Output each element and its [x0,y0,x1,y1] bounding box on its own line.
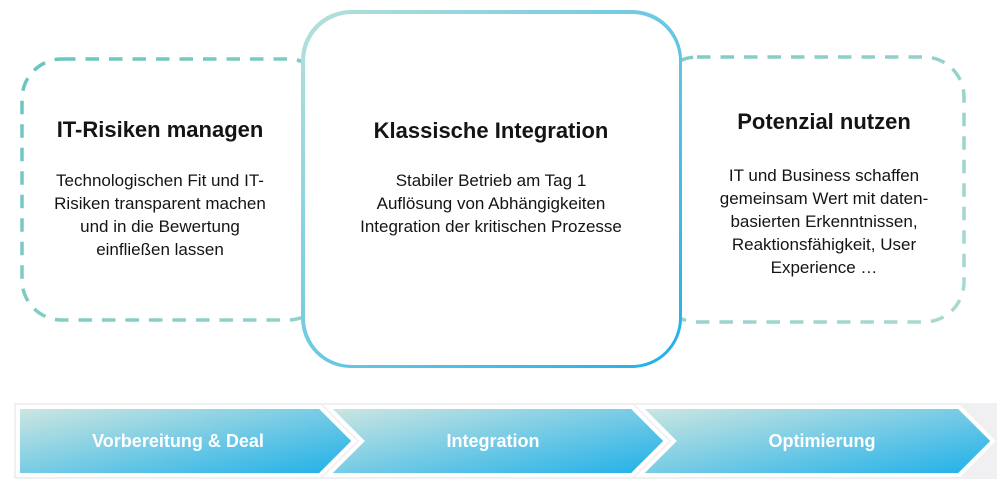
card-klassische-integration [301,10,682,368]
card-title: IT-Risiken managen [56,117,264,142]
phase-label-vorbereitung-deal: Vorbereitung & Deal [92,430,264,451]
phase-arrow-2 [323,405,669,477]
card-title: Klassische Integration [373,118,609,143]
phase-arrow-1 [16,405,357,477]
card-body: IT und Business schaffen gemeinsam Wert … [719,166,929,277]
phase-label-integration: Integration [446,430,540,451]
card-inner-surface [304,13,679,365]
card-body: Technologischen Fit und IT- Risiken tran… [54,171,266,259]
phase-arrow-3 [635,405,996,477]
card-klassische-integration-content: Klassische Integration Stabiler Betrieb … [321,118,661,238]
card-it-risiken: IT-Risiken managen Technologischen Fit u… [25,117,295,261]
card-body: Stabiler Betrieb am Tag 1 Auflösung von … [360,171,622,236]
phase-label-optimierung: Optimierung [768,430,876,451]
timeline-banner: Vorbereitung & Deal Integration Optimier… [14,403,997,479]
card-title: Potenzial nutzen [737,109,911,134]
card-potenzial-nutzen: Potenzial nutzen IT und Business schaffe… [690,109,958,279]
timeline-arrows [16,405,996,477]
